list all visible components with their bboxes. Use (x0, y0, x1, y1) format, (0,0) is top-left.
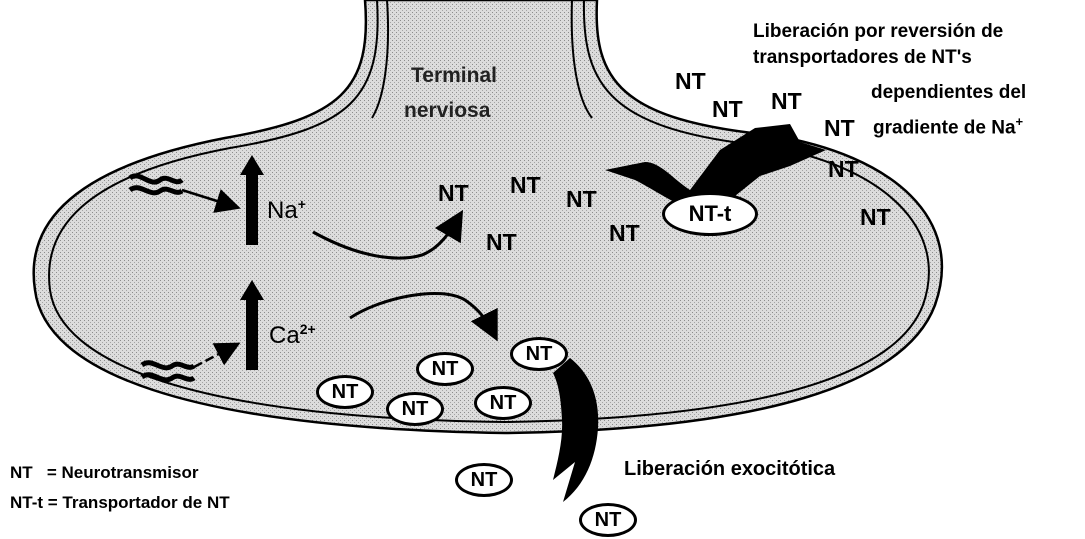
nt-vesicle: NT (579, 503, 637, 537)
nt-transporter: NT-t (662, 192, 758, 236)
nt-vesicle: NT (316, 375, 374, 409)
nt-label: NT (438, 182, 469, 205)
calcium-label: Ca2+ (269, 322, 316, 348)
nt-vesicle: NT (455, 463, 513, 497)
reversal-label-line2: transportadores de NT's (753, 48, 972, 67)
exocytosis-label: Liberación exocitótica (624, 459, 835, 479)
nt-label: NT (566, 188, 597, 211)
nt-label: NT (712, 98, 743, 121)
nt-vesicle: NT (474, 386, 532, 420)
nt-label: NT (824, 117, 855, 140)
nt-label: NT (860, 206, 891, 229)
nt-label: NT (486, 231, 517, 254)
nt-label: NT (675, 70, 706, 93)
nt-vesicle: NT (416, 352, 474, 386)
legend-nt-t: NT-t = Transportador de NT (10, 494, 230, 511)
nt-label: NT (609, 222, 640, 245)
reversal-label-line1: Liberación por reversión de (753, 22, 1003, 41)
reversal-label-line4: gradiente de Na+ (873, 115, 1023, 137)
nt-label: NT (510, 174, 541, 197)
nt-vesicle: NT (386, 392, 444, 426)
nt-vesicle: NT (510, 337, 568, 371)
reversal-label-line3: dependientes del (871, 83, 1026, 102)
nt-label: NT (771, 90, 802, 113)
sodium-label: Na+ (267, 197, 306, 223)
terminal-label-line2: nerviosa (404, 100, 490, 121)
terminal-label-line1: Terminal (411, 65, 497, 86)
legend-nt: NT = Neurotransmisor (10, 464, 198, 481)
nt-label: NT (828, 158, 859, 181)
